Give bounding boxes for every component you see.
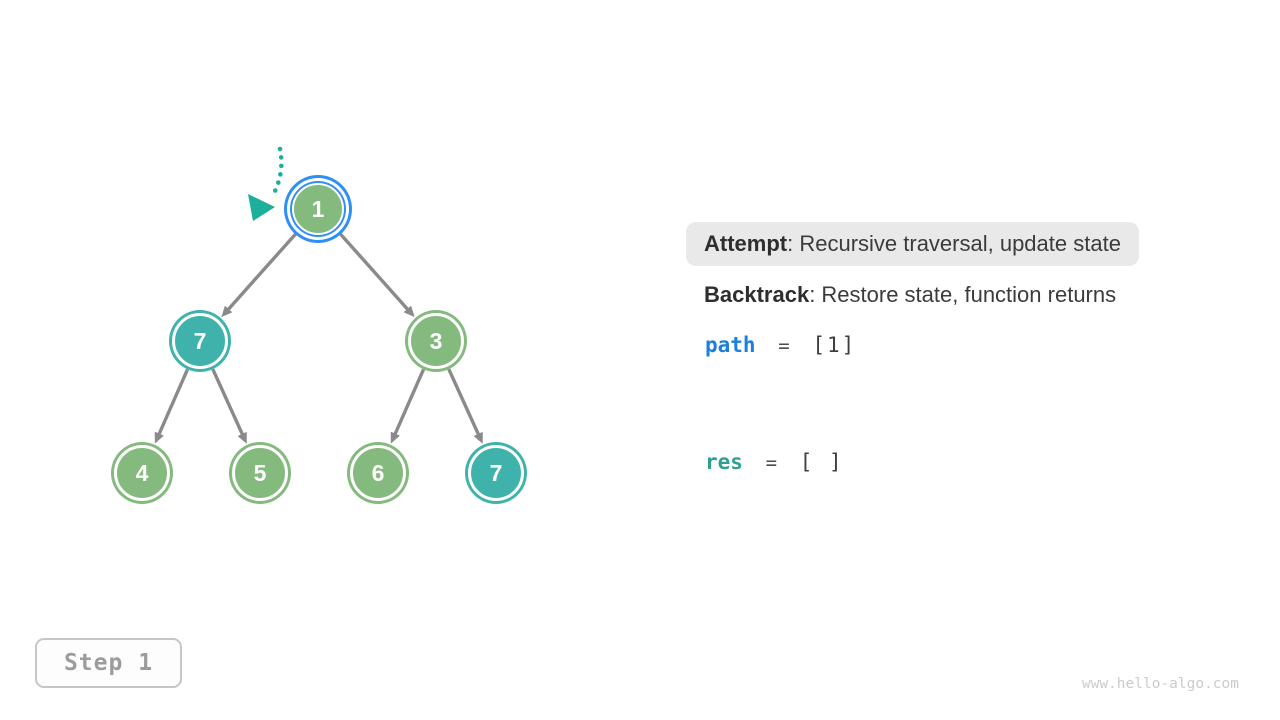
res-variable-line: res = [ ]	[705, 440, 844, 484]
tree-edge	[447, 368, 483, 444]
tree-svg	[154, 146, 483, 444]
path-variable-line: path = [1]	[705, 323, 856, 367]
tree-node-5: 5	[232, 445, 288, 501]
step-badge-label: Step 1	[63, 650, 154, 676]
attempt-caption: Attempt: Recursive traversal, update sta…	[686, 222, 1139, 266]
tree-edge	[337, 230, 415, 318]
tree-edge	[221, 230, 299, 318]
binary-tree: 1 7 3 4 5 6 7	[114, 146, 524, 501]
tree-edge	[390, 368, 426, 444]
path-equals-sign: =	[778, 335, 790, 357]
res-variable-value: [ ]	[799, 450, 844, 474]
path-variable-name: path	[705, 333, 756, 357]
backtrack-text: : Restore state, function returns	[809, 282, 1117, 307]
step-badge: Step 1	[35, 638, 182, 688]
tree-node-label: 7	[489, 459, 503, 486]
tree-node-label: 5	[253, 459, 267, 486]
tree-node-1: 1	[292, 183, 344, 235]
tree-node-label: 3	[429, 327, 443, 354]
tree-node-3: 3	[408, 313, 464, 369]
tree-node-6: 6	[350, 445, 406, 501]
attempt-text: : Recursive traversal, update state	[787, 231, 1121, 256]
attempt-label: Attempt	[704, 231, 788, 256]
watermark: www.hello-algo.com	[1081, 676, 1239, 692]
tree-node-label: 1	[311, 195, 325, 222]
pointer-arrow-trail	[269, 146, 284, 200]
tree-edge	[211, 368, 247, 444]
res-equals-sign: =	[765, 452, 778, 474]
path-variable-value: [1]	[812, 333, 857, 357]
tree-edge	[154, 368, 190, 444]
tree-node-7: 7	[172, 313, 228, 369]
res-variable-name: res	[705, 450, 743, 474]
tree-node-label: 4	[135, 459, 149, 486]
backtrack-label: Backtrack	[704, 282, 810, 307]
tree-node-label: 7	[193, 327, 207, 354]
tree-node-7: 7	[468, 445, 524, 501]
backtrack-caption: Backtrack: Restore state, function retur…	[704, 273, 1116, 317]
tree-node-label: 6	[371, 459, 385, 486]
pointer-arrow-head	[248, 194, 275, 221]
tree-node-4: 4	[114, 445, 170, 501]
